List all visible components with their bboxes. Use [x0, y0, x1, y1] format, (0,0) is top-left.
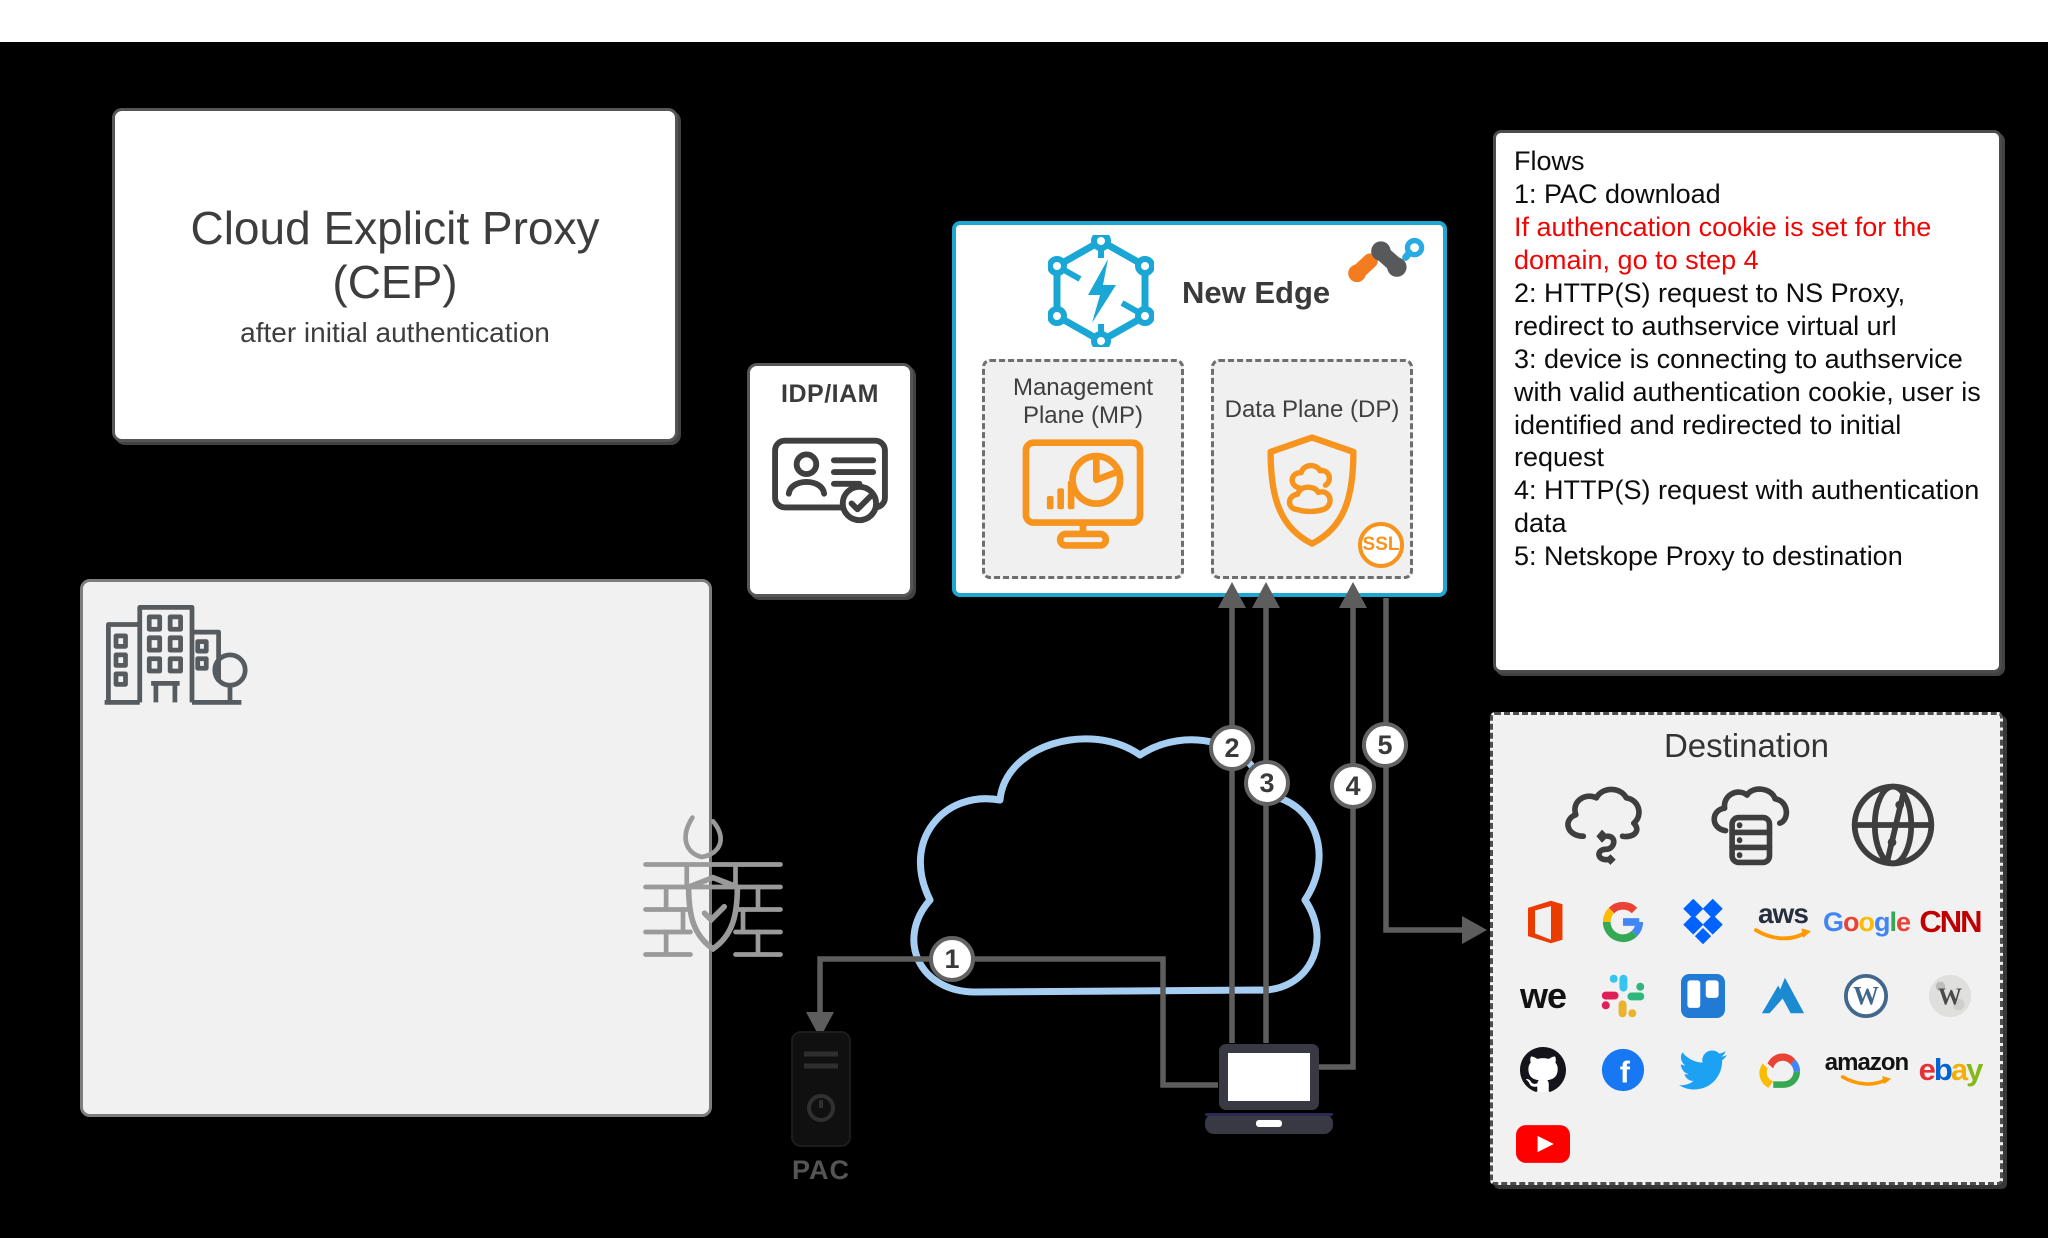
wordpress-icon: W [1823, 965, 1910, 1027]
flow-line-1 [817, 956, 1218, 1088]
slack-icon [1583, 965, 1663, 1027]
cloud-route-icon [1555, 782, 1649, 868]
data-plane-box: Data Plane (DP) SSL [1211, 359, 1413, 579]
arrowhead-to-destination [1462, 916, 1487, 944]
globe-icon [1847, 779, 1939, 871]
idp-iam-label: IDP/IAM [781, 380, 879, 408]
destination-panel: Destination [1490, 712, 2003, 1185]
wikipedia-icon: W [1910, 965, 1990, 1027]
page-title-line1: Cloud Explicit Proxy [190, 201, 600, 254]
page-title-line2: (CEP) [332, 256, 458, 308]
flow-marker-2: 2 [1209, 725, 1255, 771]
id-card-icon [769, 425, 891, 527]
flow-step-3-text: 3: device is connecting to authservice w… [1514, 343, 1981, 473]
shield-cloud-icon [1214, 432, 1410, 551]
ebay-logo: ebay [1918, 1052, 1984, 1087]
dp-label: Data Plane (DP) [1224, 396, 1400, 423]
flow-marker-5: 5 [1362, 722, 1408, 768]
mp-label: Management Plane (MP) [1012, 374, 1154, 430]
dropbox-icon [1663, 891, 1743, 953]
new-edge-box: New Edge Management Plane (MP) [952, 221, 1447, 597]
cloud-server-icon [1701, 782, 1795, 868]
destination-title: Destination [1663, 727, 1830, 764]
google-logo: Google [1822, 906, 1911, 937]
flow-step-1-text: 1: PAC download [1514, 178, 1721, 209]
flows-panel: Flows 1: PAC download If authencation co… [1493, 130, 2002, 673]
generic-cloud-icons-row [1493, 773, 2000, 877]
google-g-icon [1583, 891, 1663, 953]
svg-text:f: f [1620, 1055, 1631, 1089]
title-box: Cloud Explicit Proxy (CEP) after initial… [112, 108, 678, 442]
netskope-hexagon-icon [1048, 235, 1154, 347]
idp-iam-box: IDP/IAM [747, 363, 913, 597]
laptop-icon [1203, 1042, 1335, 1138]
office-icon [1503, 891, 1583, 953]
aws-logo: aws [1743, 891, 1823, 953]
flow-step-5-text: 5: Netskope Proxy to destination [1514, 541, 1903, 572]
trello-icon [1663, 965, 1743, 1027]
flow-step-2-text: 2: HTTP(S) request to NS Proxy, redirect… [1514, 277, 1906, 341]
office-building-icon [97, 596, 249, 710]
dashboard-monitor-icon [985, 437, 1181, 553]
management-plane-box: Management Plane (MP) [982, 359, 1184, 579]
netskope-logo-icon [1347, 237, 1429, 283]
destination-brand-grid: aws Google CNN we [1503, 891, 1990, 1175]
svg-text:W: W [1938, 985, 1962, 1011]
twitter-icon [1663, 1039, 1743, 1101]
google-cloud-icon [1743, 1039, 1823, 1101]
ssl-badge: SSL [1358, 522, 1404, 568]
flow-step-4-text: 4: HTTP(S) request with authentication d… [1514, 475, 1980, 539]
top-white-strip [0, 0, 2048, 42]
new-edge-title: New Edge [1182, 275, 1331, 310]
facebook-icon: f [1583, 1039, 1663, 1101]
azure-icon [1743, 965, 1823, 1027]
cnn-logo: CNN [1919, 904, 1982, 939]
amazon-logo: amazon [1823, 1039, 1910, 1101]
github-icon [1503, 1039, 1583, 1101]
page-subtitle: after initial authentication [240, 317, 550, 349]
flow-note-red: If authencation cookie is set for the do… [1514, 211, 1932, 275]
youtube-icon [1503, 1113, 1583, 1175]
company-site-box [80, 579, 712, 1117]
pac-label: PAC [791, 1155, 850, 1185]
flow-marker-4: 4 [1330, 763, 1376, 809]
flow-marker-3: 3 [1244, 760, 1290, 806]
flow-line-4 [1312, 606, 1356, 1070]
flows-heading: Flows [1514, 146, 1585, 176]
flow-marker-1: 1 [929, 936, 975, 982]
pac-server-icon [790, 1030, 852, 1150]
firewall-icon [638, 812, 788, 962]
wetransfer-logo: we [1519, 975, 1567, 1016]
svg-text:W: W [1854, 982, 1880, 1011]
